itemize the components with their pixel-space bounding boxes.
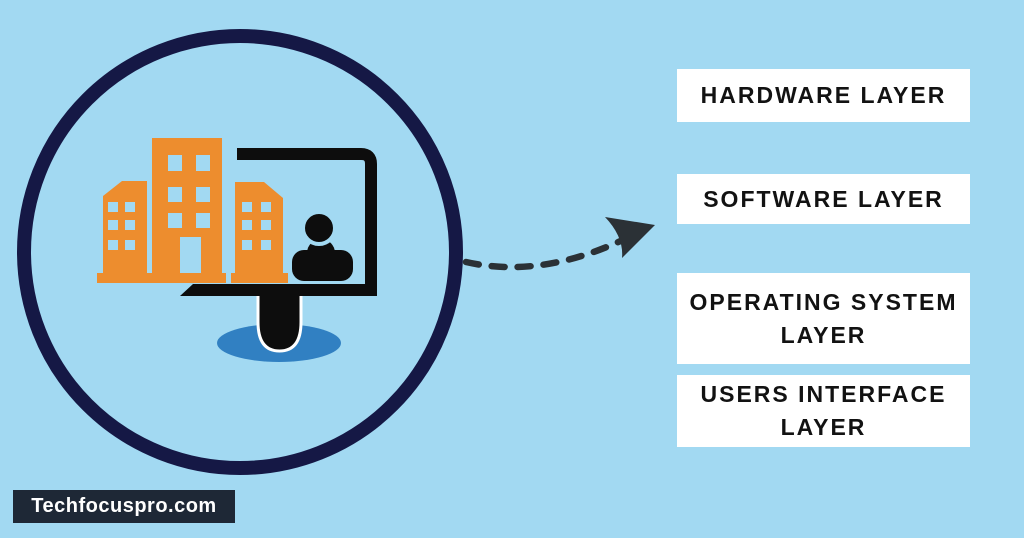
user-head: [301, 210, 337, 246]
layer-box-operating-system: OPERATING SYSTEM LAYER: [677, 273, 970, 364]
layer-label: HARDWARE LAYER: [700, 82, 947, 108]
left-building-base: [97, 273, 153, 283]
circle-ring: [17, 29, 463, 475]
website-badge: Techfocuspro.com: [13, 490, 235, 523]
layer-label: OPERATING SYSTEM: [689, 288, 958, 315]
layer-label-line2: LAYER: [780, 321, 867, 348]
layer-box-users-interface: USERS INTERFACE LAYER: [677, 375, 970, 447]
dashed-arrow: [462, 217, 655, 271]
user-icon: [292, 210, 353, 281]
layer-label: USERS INTERFACE: [700, 381, 947, 407]
dashed-arrow-line: [462, 230, 639, 271]
arrowhead-icon: [605, 217, 655, 258]
right-building-base: [231, 273, 288, 283]
monitor-chin: [180, 284, 377, 296]
center-building-base: [148, 273, 226, 283]
website-badge-text: Techfocuspro.com: [31, 495, 217, 517]
layer-label-line2: LAYER: [780, 414, 867, 440]
layer-box-software: SOFTWARE LAYER: [677, 174, 970, 224]
monitor-icon: [237, 148, 377, 290]
layer-label: SOFTWARE LAYER: [703, 185, 944, 212]
monitor-stand: [256, 286, 303, 353]
building-door: [180, 237, 201, 273]
layer-box-hardware: HARDWARE LAYER: [677, 69, 970, 122]
building-windows: [108, 155, 271, 273]
user-shoulders: [292, 250, 353, 281]
monitor-frame: [237, 148, 377, 290]
